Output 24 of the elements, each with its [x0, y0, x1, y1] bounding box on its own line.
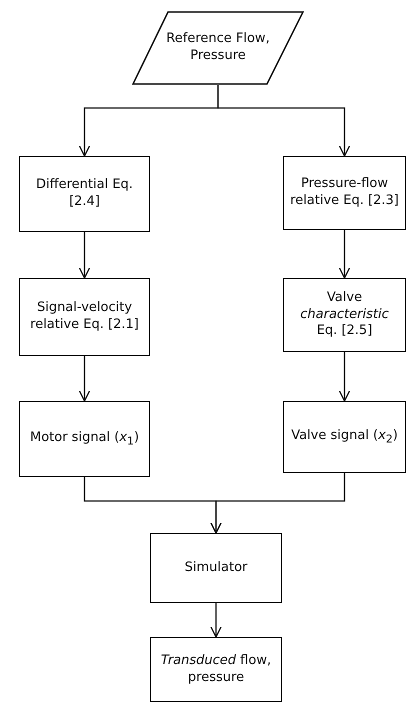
node-label: Motor signal (x$_{1}$): [28, 430, 140, 448]
process-box: [150, 637, 282, 702]
process-box: [283, 401, 406, 473]
process-box: [19, 278, 150, 356]
process-box: [283, 156, 406, 230]
node-label: Signal-velocity relative Eq. [2.1]: [29, 300, 140, 334]
node-label: Valve characteristic Eq. [2.5]: [299, 290, 390, 340]
arrow: [210, 473, 346, 534]
node-label: Simulator: [184, 560, 248, 576]
arrow: [338, 352, 350, 402]
node-label: Reference Flow, Pressure: [165, 31, 271, 65]
node-label: Valve signal (x$_{2}$): [290, 428, 399, 446]
arrow: [78, 232, 90, 279]
process-box: [150, 533, 282, 603]
process-box: [19, 156, 150, 232]
arrow: [217, 85, 350, 157]
node-label: Pressure-flow relative Eq. [2.3]: [289, 176, 400, 210]
node-label: Transduced flow, pressure: [160, 652, 272, 686]
node-label: Differential Eq. [2.4]: [35, 177, 134, 211]
process-box: [19, 401, 150, 477]
arrow: [78, 356, 90, 402]
arrow: [338, 230, 350, 279]
arrow: [210, 603, 222, 638]
process-box: [283, 278, 406, 352]
